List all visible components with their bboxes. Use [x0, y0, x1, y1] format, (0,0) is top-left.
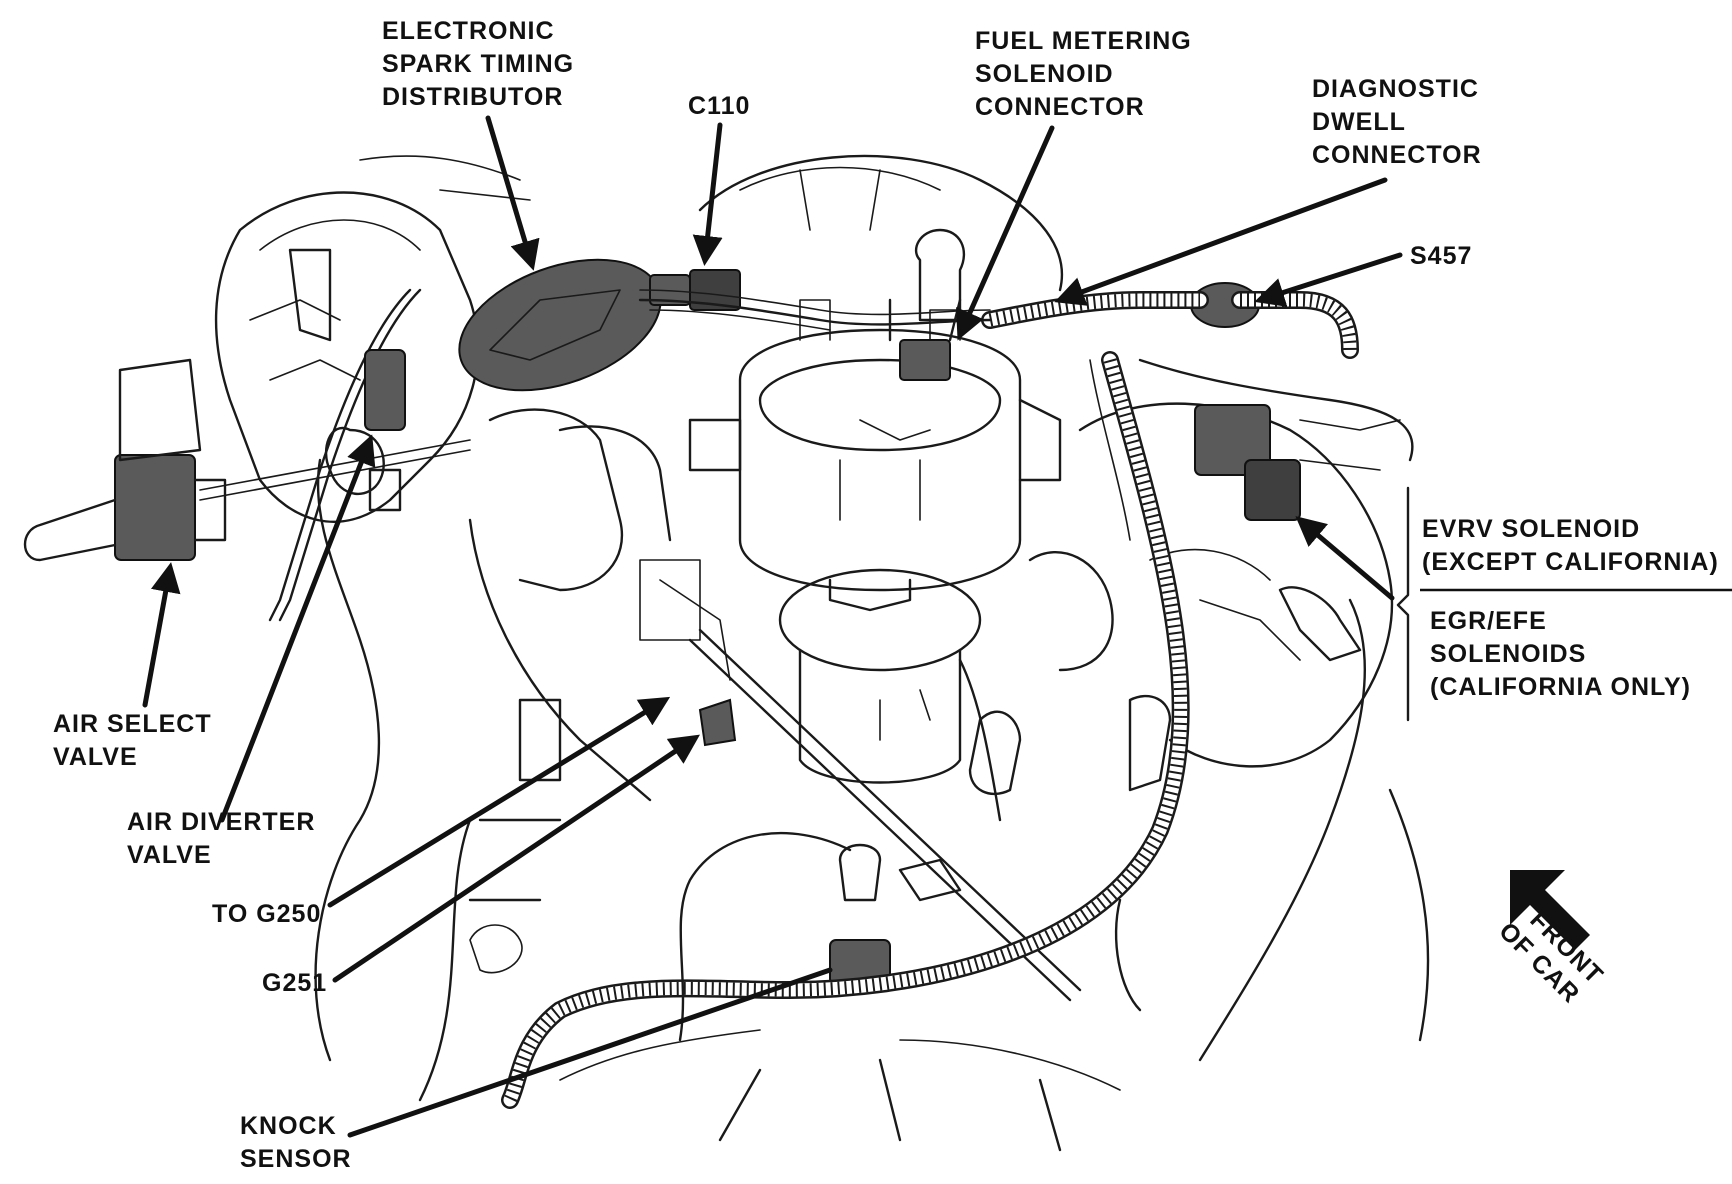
g251-label: G251	[262, 967, 327, 1000]
knock-sensor-label: KNOCK SENSOR	[240, 1110, 352, 1176]
evrv-solenoid	[1194, 404, 1401, 521]
evrv-leader	[1295, 516, 1395, 601]
knock-sensor	[829, 843, 891, 986]
label-line: S457	[1410, 242, 1473, 270]
air-diverter-label: AIR DIVERTER VALVE	[127, 806, 315, 872]
label-bracket	[1396, 486, 1732, 722]
c110-leader	[692, 122, 723, 266]
label-line: EGR/EFE	[1430, 607, 1547, 635]
label-line: EVRV SOLENOID	[1422, 515, 1641, 543]
distributor-label: ELECTRONIC SPARK TIMING DISTRIBUTOR	[382, 15, 574, 114]
intake-manifold	[468, 408, 1114, 974]
label-line: DWELL	[1312, 108, 1406, 136]
label-line: SOLENOIDS	[1430, 640, 1587, 668]
to-g250-label: TO G250	[212, 898, 321, 931]
knock-sensor-leader	[347, 967, 833, 1138]
label-line: G251	[262, 969, 328, 997]
label-line: DIAGNOSTIC	[1312, 75, 1479, 103]
label-line: SPARK TIMING	[382, 50, 575, 78]
g251-leader	[332, 734, 700, 983]
egr-label: EGR/EFE SOLENOIDS (CALIFORNIA ONLY)	[1430, 605, 1691, 704]
label-line: CONNECTOR	[1312, 141, 1482, 169]
rear-manifold-outline	[698, 154, 1064, 322]
label-line: SENSOR	[240, 1145, 352, 1173]
to-g250-leader	[327, 696, 671, 908]
label-line: AIR DIVERTER	[127, 808, 316, 836]
evrv-label: EVRV SOLENOID (EXCEPT CALIFORNIA)	[1422, 513, 1719, 579]
label-line: CONNECTOR	[975, 93, 1145, 121]
air-diverter-valve	[364, 349, 406, 512]
s457-leader	[1254, 252, 1403, 307]
diagnostic-leader	[1054, 177, 1388, 306]
engine-block-outline	[314, 458, 1430, 1152]
label-line: FUEL METERING	[975, 27, 1192, 55]
label-line: VALVE	[53, 743, 138, 771]
label-line: SOLENOID	[975, 60, 1114, 88]
c110-connector	[649, 269, 741, 311]
air-select-label: AIR SELECT VALVE	[53, 708, 212, 774]
label-line: DISTRIBUTOR	[382, 83, 564, 111]
distributor-leader	[485, 115, 540, 271]
label-line: (CALIFORNIA ONLY)	[1430, 673, 1691, 701]
arrow-up-left-icon	[1510, 870, 1590, 950]
air-select-valve	[23, 358, 471, 562]
label-line: C110	[688, 92, 751, 120]
label-line: (EXCEPT CALIFORNIA)	[1422, 548, 1719, 576]
diagnostic-label: DIAGNOSTIC DWELL CONNECTOR	[1312, 73, 1482, 172]
air-diverter-leader	[219, 434, 376, 823]
distributor-cap	[458, 258, 662, 392]
label-line: KNOCK	[240, 1112, 337, 1140]
fuel-metering-label: FUEL METERING SOLENOID CONNECTOR	[975, 25, 1192, 124]
carburetor	[688, 299, 1062, 592]
air-select-leader	[142, 562, 181, 708]
fuel-metering-leader	[956, 125, 1055, 341]
label-line: ELECTRONIC	[382, 17, 555, 45]
egr-valve	[778, 568, 982, 902]
g251-ground	[698, 698, 737, 747]
left-valve-cover	[214, 155, 531, 523]
s457-label: S457	[1410, 240, 1472, 273]
label-line: VALVE	[127, 841, 212, 869]
label-line: AIR SELECT	[53, 710, 212, 738]
wiring-harness	[501, 289, 1414, 1109]
c110-label: C110	[688, 90, 750, 123]
label-line: TO G250	[212, 900, 322, 928]
